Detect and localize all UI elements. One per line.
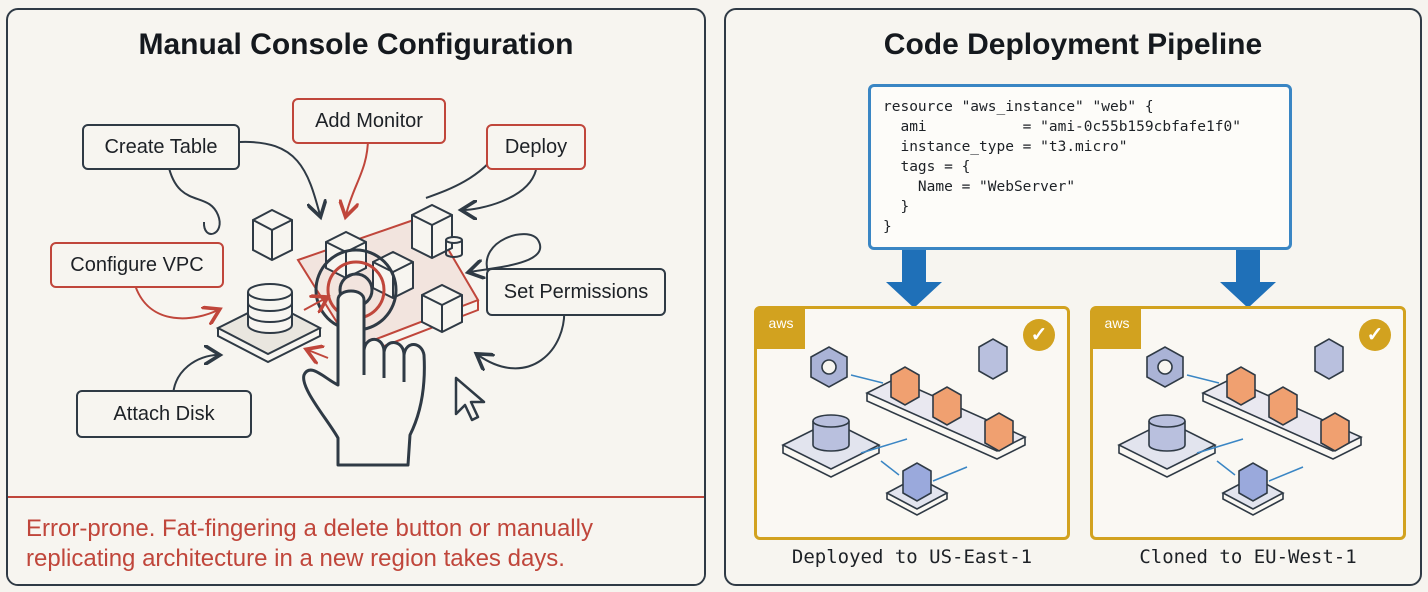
network-hub-icon	[1146, 346, 1184, 388]
code-pipeline-panel: Code Deployment Pipeline resource "aws_i…	[724, 8, 1422, 586]
server-cube-blue	[902, 462, 932, 502]
error-text-line-2: replicating architecture in a new region…	[26, 545, 565, 572]
monitor-server-icon	[1314, 338, 1344, 380]
code-line: }	[883, 199, 910, 215]
code-line: Name = "WebServer"	[883, 179, 1076, 195]
set-permissions-label: Set Permissions	[486, 268, 666, 316]
mouse-cursor-icon	[454, 376, 486, 422]
monitor-server-icon	[978, 338, 1008, 380]
add-monitor-label: Add Monitor	[292, 98, 446, 144]
pointing-hand-icon	[302, 289, 426, 467]
configure-vpc-label: Configure VPC	[50, 242, 224, 288]
code-line: resource "aws_instance" "web" {	[883, 99, 1154, 115]
manual-illustration	[133, 137, 566, 467]
clone-arrow-down-icon	[1220, 250, 1276, 308]
code-line: ami = "ami-0c55b159cbfafe1f0"	[883, 119, 1241, 135]
database-icon-blue	[812, 414, 850, 452]
architecture-diagram	[1117, 338, 1363, 516]
code-line: }	[883, 219, 892, 235]
check-icon: ✓	[1359, 319, 1391, 351]
check-icon: ✓	[1023, 319, 1055, 351]
database-icon	[247, 283, 293, 334]
server-cube-2	[325, 230, 367, 280]
server-cube-orange	[890, 366, 1014, 452]
monitor-server-icon	[411, 203, 463, 260]
connector-arrows	[133, 137, 566, 399]
deploy-arrow-down-icon	[886, 250, 942, 308]
region-eu-west: aws ✓	[1090, 306, 1406, 540]
error-text-line-1: Error-prone. Fat-fingering a delete butt…	[26, 515, 593, 542]
network-hub-icon	[810, 346, 848, 388]
deploy-label: Deploy	[486, 124, 586, 170]
deploy-arrows	[886, 250, 1276, 308]
code-line: tags = {	[883, 159, 971, 175]
manual-console-panel: Manual Console Configuration	[6, 8, 706, 586]
region-caption-eu: Cloned to EU-West-1	[1139, 546, 1357, 568]
region-us-east: aws ✓	[754, 306, 1070, 540]
region-caption-us: Deployed to US-East-1	[791, 546, 1033, 568]
error-callout: Error-prone. Fat-fingering a delete butt…	[8, 496, 704, 584]
server-cube-1	[252, 208, 293, 262]
aws-badge: aws	[757, 309, 805, 349]
server-cube-blue	[1238, 462, 1268, 502]
architecture-diagram	[781, 338, 1027, 516]
aws-badge: aws	[1093, 309, 1141, 349]
create-table-label: Create Table	[82, 124, 240, 170]
terraform-code-block: resource "aws_instance" "web" { ami = "a…	[868, 84, 1292, 250]
database-icon-blue	[1148, 414, 1186, 452]
server-cube-4	[421, 283, 463, 334]
code-line: instance_type = "t3.micro"	[883, 139, 1128, 155]
pipeline-panel-title: Code Deployment Pipeline	[883, 28, 1263, 61]
manual-panel-title: Manual Console Configuration	[138, 28, 574, 61]
server-cube-orange	[1226, 366, 1350, 452]
attach-disk-label: Attach Disk	[76, 390, 252, 438]
